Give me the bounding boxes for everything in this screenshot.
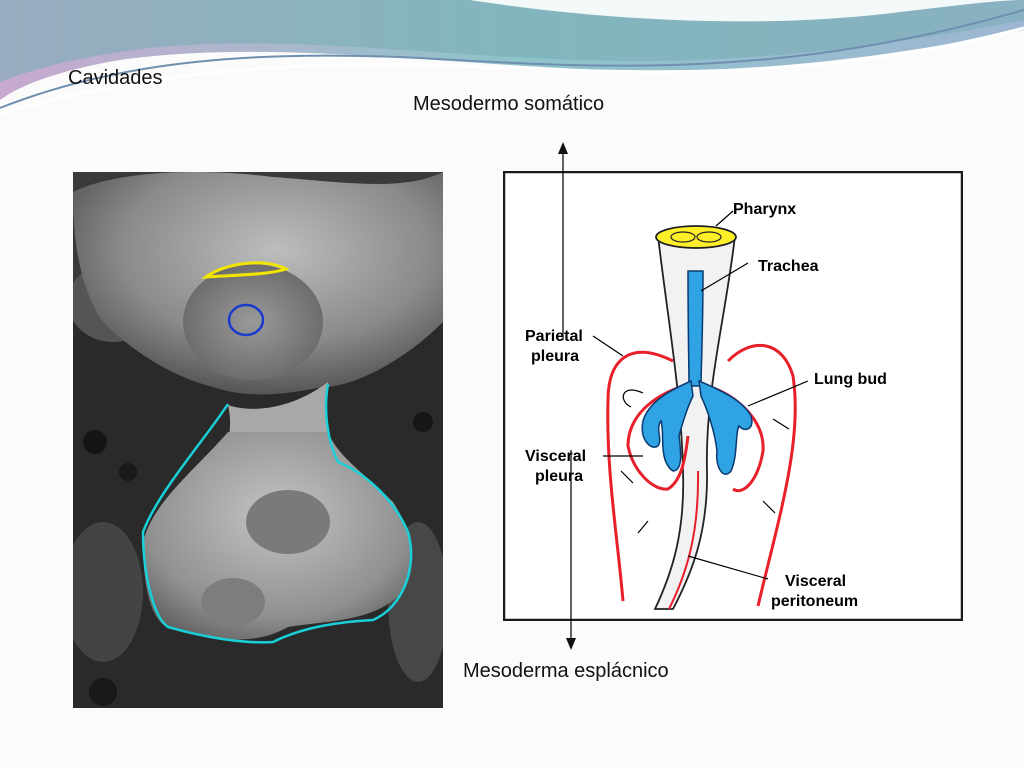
diagram-canvas [503, 171, 963, 621]
sem-pore [89, 678, 117, 706]
label-trachea: Trachea [758, 258, 819, 275]
parietal-pleura-right [726, 344, 797, 607]
leader-trachea [700, 262, 749, 292]
top-label: Mesodermo somático [413, 93, 605, 115]
pharynx-lumen [696, 231, 722, 243]
cyan-outline [141, 383, 413, 644]
esophagus-lining [668, 470, 700, 610]
right-lung-bud [698, 379, 753, 475]
foregut-tube [653, 235, 737, 610]
growth-arrow [637, 520, 649, 534]
label-visceral-pleura-1: Visceral [525, 448, 587, 465]
yellow-outline [201, 261, 290, 279]
sem-gut-fold [246, 490, 330, 554]
sem-pore [413, 412, 433, 432]
left-lung-bud [641, 379, 694, 472]
label-visceral-peritoneum-2: peritoneum [771, 593, 859, 610]
growth-arrow [620, 470, 634, 484]
label-parietal-pleura-2: pleura [531, 348, 580, 365]
parietal-pleura-left [606, 350, 674, 602]
sem-inner-tube [183, 264, 323, 380]
label-lung-bud: Lung bud [814, 371, 887, 388]
slide-title: Cavidades [68, 67, 163, 89]
growth-arrow [772, 418, 790, 430]
sem-pore [83, 430, 107, 454]
lung-bud-diagram: Pharynx Trachea Parietal pleura Lung bud… [503, 171, 963, 621]
leader-parietal [592, 335, 624, 357]
label-parietal-pleura-1: Parietal [525, 328, 583, 345]
leader-pharynx [715, 210, 734, 227]
sem-micrograph [73, 172, 443, 708]
blue-outline [227, 303, 265, 337]
sem-texture-blob [73, 522, 143, 662]
sem-pore [119, 463, 137, 481]
bottom-label: Mesoderma esplácnico [463, 660, 669, 682]
arrowhead-down [566, 638, 576, 650]
pharynx-lumen [670, 231, 696, 243]
leader-visceral-peritoneum [687, 555, 769, 580]
header-wave-decoration [0, 0, 1024, 116]
growth-arrow [622, 389, 644, 408]
arrowhead-up [558, 142, 568, 154]
sem-gut-fold [201, 578, 265, 626]
growth-arrow [762, 500, 776, 514]
leader-lung-bud [747, 380, 809, 407]
trachea-tube [687, 270, 704, 387]
label-visceral-pleura-2: pleura [535, 468, 584, 485]
label-pharynx: Pharynx [733, 201, 797, 218]
label-visceral-peritoneum-1: Visceral [785, 573, 847, 590]
pharynx-cap [655, 225, 737, 249]
